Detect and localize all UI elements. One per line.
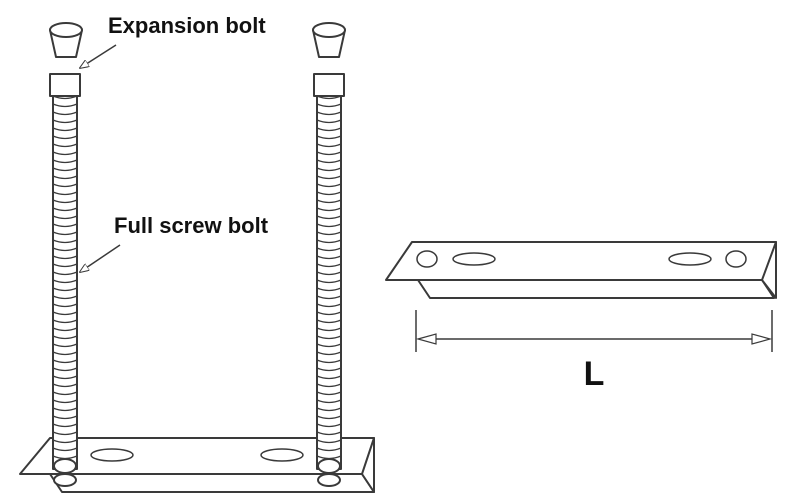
- length-label: L: [584, 355, 605, 393]
- expansion-sleeve: [49, 73, 81, 97]
- dimension-arrow-right: [751, 333, 773, 345]
- bolt-threads: [316, 79, 342, 460]
- length-dimension: L: [415, 310, 773, 393]
- round-hole: [416, 250, 438, 268]
- threaded-rod: [316, 73, 342, 470]
- full-screw-bolt-label: Full screw bolt: [114, 213, 269, 238]
- slot-hole: [90, 448, 134, 462]
- slot-hole: [260, 448, 304, 462]
- full-screw-bolt-right: [312, 22, 346, 487]
- dimension-arrow-left: [415, 333, 437, 345]
- slot-hole: [452, 252, 496, 266]
- base-bracket: [19, 437, 375, 493]
- full-screw-bolt-arrow: [80, 244, 121, 272]
- expansion-bolt-label: Expansion bolt: [108, 13, 266, 38]
- expansion-sleeve: [313, 73, 345, 97]
- threaded-rod: [52, 73, 78, 470]
- right-bracket: [385, 241, 777, 299]
- round-hole: [725, 250, 747, 268]
- expansion-bolt-arrow: [80, 44, 117, 68]
- left-assembly: Expansion bolt Full screw bolt: [19, 13, 375, 493]
- full-screw-bolt-left: [49, 22, 83, 487]
- slot-hole: [668, 252, 712, 266]
